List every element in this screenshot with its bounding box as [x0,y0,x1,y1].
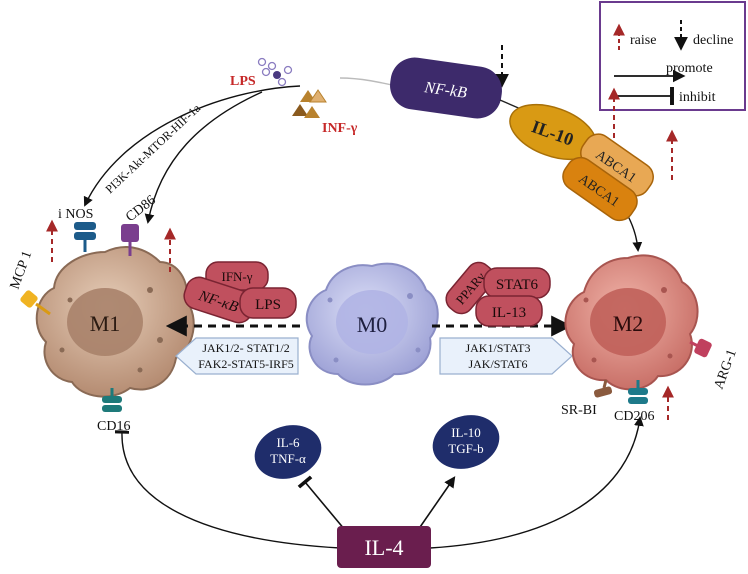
m2-pathway-box [439,337,573,375]
m0-label: M0 [357,312,388,337]
nfkb-top-block [390,57,502,119]
inf-triangles-icon [292,89,327,118]
arg1-label: ARG-1 [712,347,740,391]
m0-cell [305,262,439,386]
lps-to-cd86-arrow [144,91,263,224]
cd16-receptor-icon [102,388,122,412]
nfkb-top-label: NF-kB [422,79,468,102]
legend-promote-label: promote [666,61,713,76]
legend: raise decline promote inhibit [599,1,746,111]
cd206-receptor-icon [628,380,648,404]
il4-block [337,526,431,568]
inos-label: i NOS [58,207,93,222]
mcp1-receptor-icon [20,290,51,316]
legend-box [599,1,746,111]
il4-label: IL-4 [364,535,403,560]
abca1-block-b [562,156,638,222]
m1-pathway-line1: JAK1/2- STAT1/2 [202,341,289,355]
mcp1-label: MCP 1 [8,249,36,291]
pi3k-pathway-label: PI3K-Akt-MTOR-HIF-1a [102,101,203,197]
m2-label: M2 [613,311,644,336]
il10-bottom-label: IL-10 [451,425,481,440]
cd86-label: CD86 [123,193,159,225]
m2-pathway-line1: JAK1/STAT3 [465,341,530,355]
m1-pathway-box [175,337,299,375]
tgf-label: TGF-b [448,441,483,456]
inos-receptor-icon [74,222,96,252]
lps-top-label: LPS [230,74,256,89]
cd86-receptor-icon [121,224,139,256]
cd16-label: CD16 [97,419,130,434]
lps-signal-label: LPS [255,297,281,313]
legend-decline-label: decline [693,33,733,48]
tnf-label: TNF-α [270,451,306,466]
il6-label: IL-6 [276,435,300,450]
il4-promote-il10-arrow [417,476,456,531]
m1-label: M1 [90,311,121,336]
il4-promote-m2-arc [429,416,644,549]
il4-inhibit-il6-arrow [297,475,346,531]
lps-particles-icon [257,57,293,87]
il10-tgf-ellipse [432,415,500,469]
ppar-block [445,261,495,315]
ifn-label: IFN-γ [221,269,252,284]
il13-block [475,295,543,327]
il4-inhibit-m1-arc [114,430,341,549]
il6-tnf-ellipse [254,425,322,479]
m2-cell [564,254,699,391]
arg1-receptor-icon [689,338,712,358]
legend-raise-label: raise [630,33,656,48]
stat6-label: STAT6 [496,277,539,293]
srbi-label: SR-BI [561,403,597,418]
m1-pathway-line2: FAK2-STAT5-IRF5 [198,357,294,371]
inf-top-label: INF-γ [322,121,358,136]
legend-inhibit-label: inhibit [679,90,716,105]
lps-signal-block [239,287,297,319]
cd206-label: CD206 [614,409,654,424]
srbi-receptor-icon [593,379,613,398]
m1-cell [35,246,195,398]
il13-label: IL-13 [492,305,526,321]
m2-pathway-line2: JAK/STAT6 [468,357,527,371]
top-left-arc [83,85,301,207]
